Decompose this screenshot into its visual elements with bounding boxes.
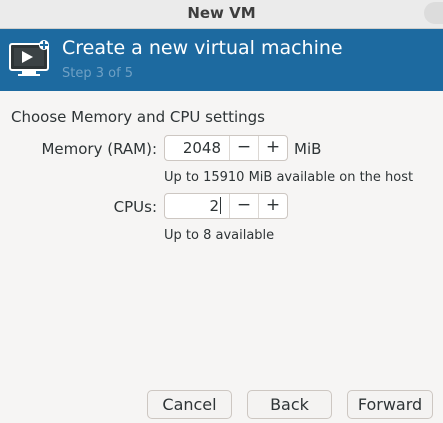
cpus-value-field[interactable]: 2 — [165, 194, 229, 218]
step-indicator: Step 3 of 5 — [62, 66, 134, 81]
cancel-button[interactable]: Cancel — [147, 390, 232, 419]
window-titlebar: New VM — [0, 0, 443, 29]
text-cursor — [220, 197, 221, 214]
vm-monitor-icon — [9, 40, 49, 76]
memory-value[interactable]: 2048 — [182, 139, 221, 157]
memory-spinbutton[interactable]: 2048 − + — [164, 135, 288, 161]
header-banner: Create a new virtual machine Step 3 of 5 — [0, 29, 443, 91]
cpus-decrement-button[interactable]: − — [229, 194, 258, 218]
memory-hint: Up to 15910 MiB available on the host — [164, 170, 414, 185]
memory-increment-button[interactable]: + — [258, 136, 287, 160]
cpus-hint: Up to 8 available — [164, 228, 275, 243]
cpus-spinbutton[interactable]: 2 − + — [164, 193, 288, 219]
page-title: Create a new virtual machine — [62, 37, 343, 59]
section-title: Choose Memory and CPU settings — [11, 108, 265, 126]
cpus-value: 2 — [209, 197, 219, 215]
cpus-increment-button[interactable]: + — [258, 194, 287, 218]
memory-unit: MiB — [294, 140, 322, 158]
memory-decrement-button[interactable]: − — [229, 136, 258, 160]
window-title: New VM — [187, 4, 256, 22]
memory-label: Memory (RAM): — [41, 140, 157, 158]
forward-button[interactable]: Forward — [347, 390, 433, 419]
close-icon[interactable] — [424, 2, 443, 24]
cpus-label: CPUs: — [113, 198, 157, 216]
back-button[interactable]: Back — [247, 390, 332, 419]
